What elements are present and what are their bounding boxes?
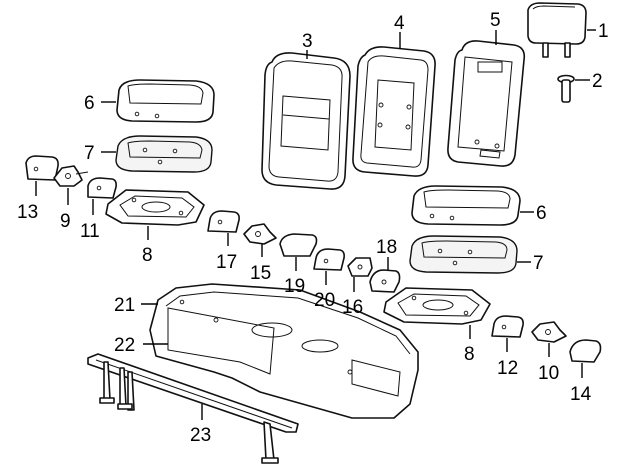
- cover-20-part: [313, 248, 345, 271]
- cover-12-part: [491, 315, 524, 338]
- handle-cover-19-part: [279, 233, 318, 257]
- callout-3: 3: [302, 31, 313, 52]
- callout-6-right: 6: [536, 203, 547, 224]
- callout-10: 10: [538, 363, 559, 384]
- recliner-9-part: [53, 165, 89, 187]
- callout-14: 14: [570, 384, 592, 405]
- callout-labels: 1 2 3 4 5 6 6 7 7 8 8 9 10 11 12 13 14 1…: [17, 10, 609, 446]
- callout-5: 5: [490, 10, 501, 31]
- callout-22: 22: [114, 335, 135, 356]
- support-rail-part: [87, 353, 299, 464]
- callout-18: 18: [376, 237, 397, 258]
- seat-pad-left-part: [115, 135, 213, 173]
- callout-23: 23: [190, 425, 211, 446]
- callout-20: 20: [314, 290, 335, 311]
- headrest-guide-part: [557, 74, 575, 103]
- callout-15: 15: [250, 263, 271, 284]
- callout-8-right: 8: [464, 344, 475, 365]
- recliner-10-part: [531, 321, 567, 343]
- callout-7-right: 7: [533, 253, 544, 274]
- callout-17: 17: [216, 252, 237, 273]
- seat-cushion-left-part: [116, 79, 215, 123]
- seat-frame-left-part: [105, 189, 205, 226]
- callout-11: 11: [80, 221, 100, 242]
- callout-1: 1: [598, 21, 609, 42]
- seat-base-part: [149, 283, 419, 419]
- handle-14-part: [569, 339, 602, 363]
- headrest-part: [527, 2, 587, 58]
- callout-8-left: 8: [142, 245, 153, 266]
- callout-13: 13: [17, 202, 38, 223]
- seat-frame-right-part: [383, 287, 491, 325]
- seatback-panel-part: [447, 40, 526, 167]
- cover-11-part: [87, 177, 117, 199]
- callout-19: 19: [284, 276, 305, 297]
- callout-4: 4: [394, 13, 405, 34]
- seat-pad-right-part: [409, 235, 518, 274]
- callout-16: 16: [342, 297, 363, 318]
- seatback-cushion-part: [261, 52, 351, 190]
- callout-6-left: 6: [84, 93, 95, 114]
- callout-7-left: 7: [84, 143, 95, 164]
- recliner-15-part: [243, 223, 277, 245]
- callout-12: 12: [497, 358, 518, 379]
- bracket-16-part: [347, 257, 373, 277]
- callout-9: 9: [60, 211, 71, 232]
- seat-cushion-right-part: [411, 185, 521, 226]
- cover-17-part: [207, 210, 240, 233]
- hinge-cover-13-part: [25, 155, 59, 181]
- callout-2: 2: [592, 71, 603, 92]
- leader-lines: [35, 29, 596, 420]
- handle-18-part: [369, 269, 401, 293]
- callout-21: 21: [114, 295, 135, 316]
- seatback-frame-part: [352, 46, 436, 177]
